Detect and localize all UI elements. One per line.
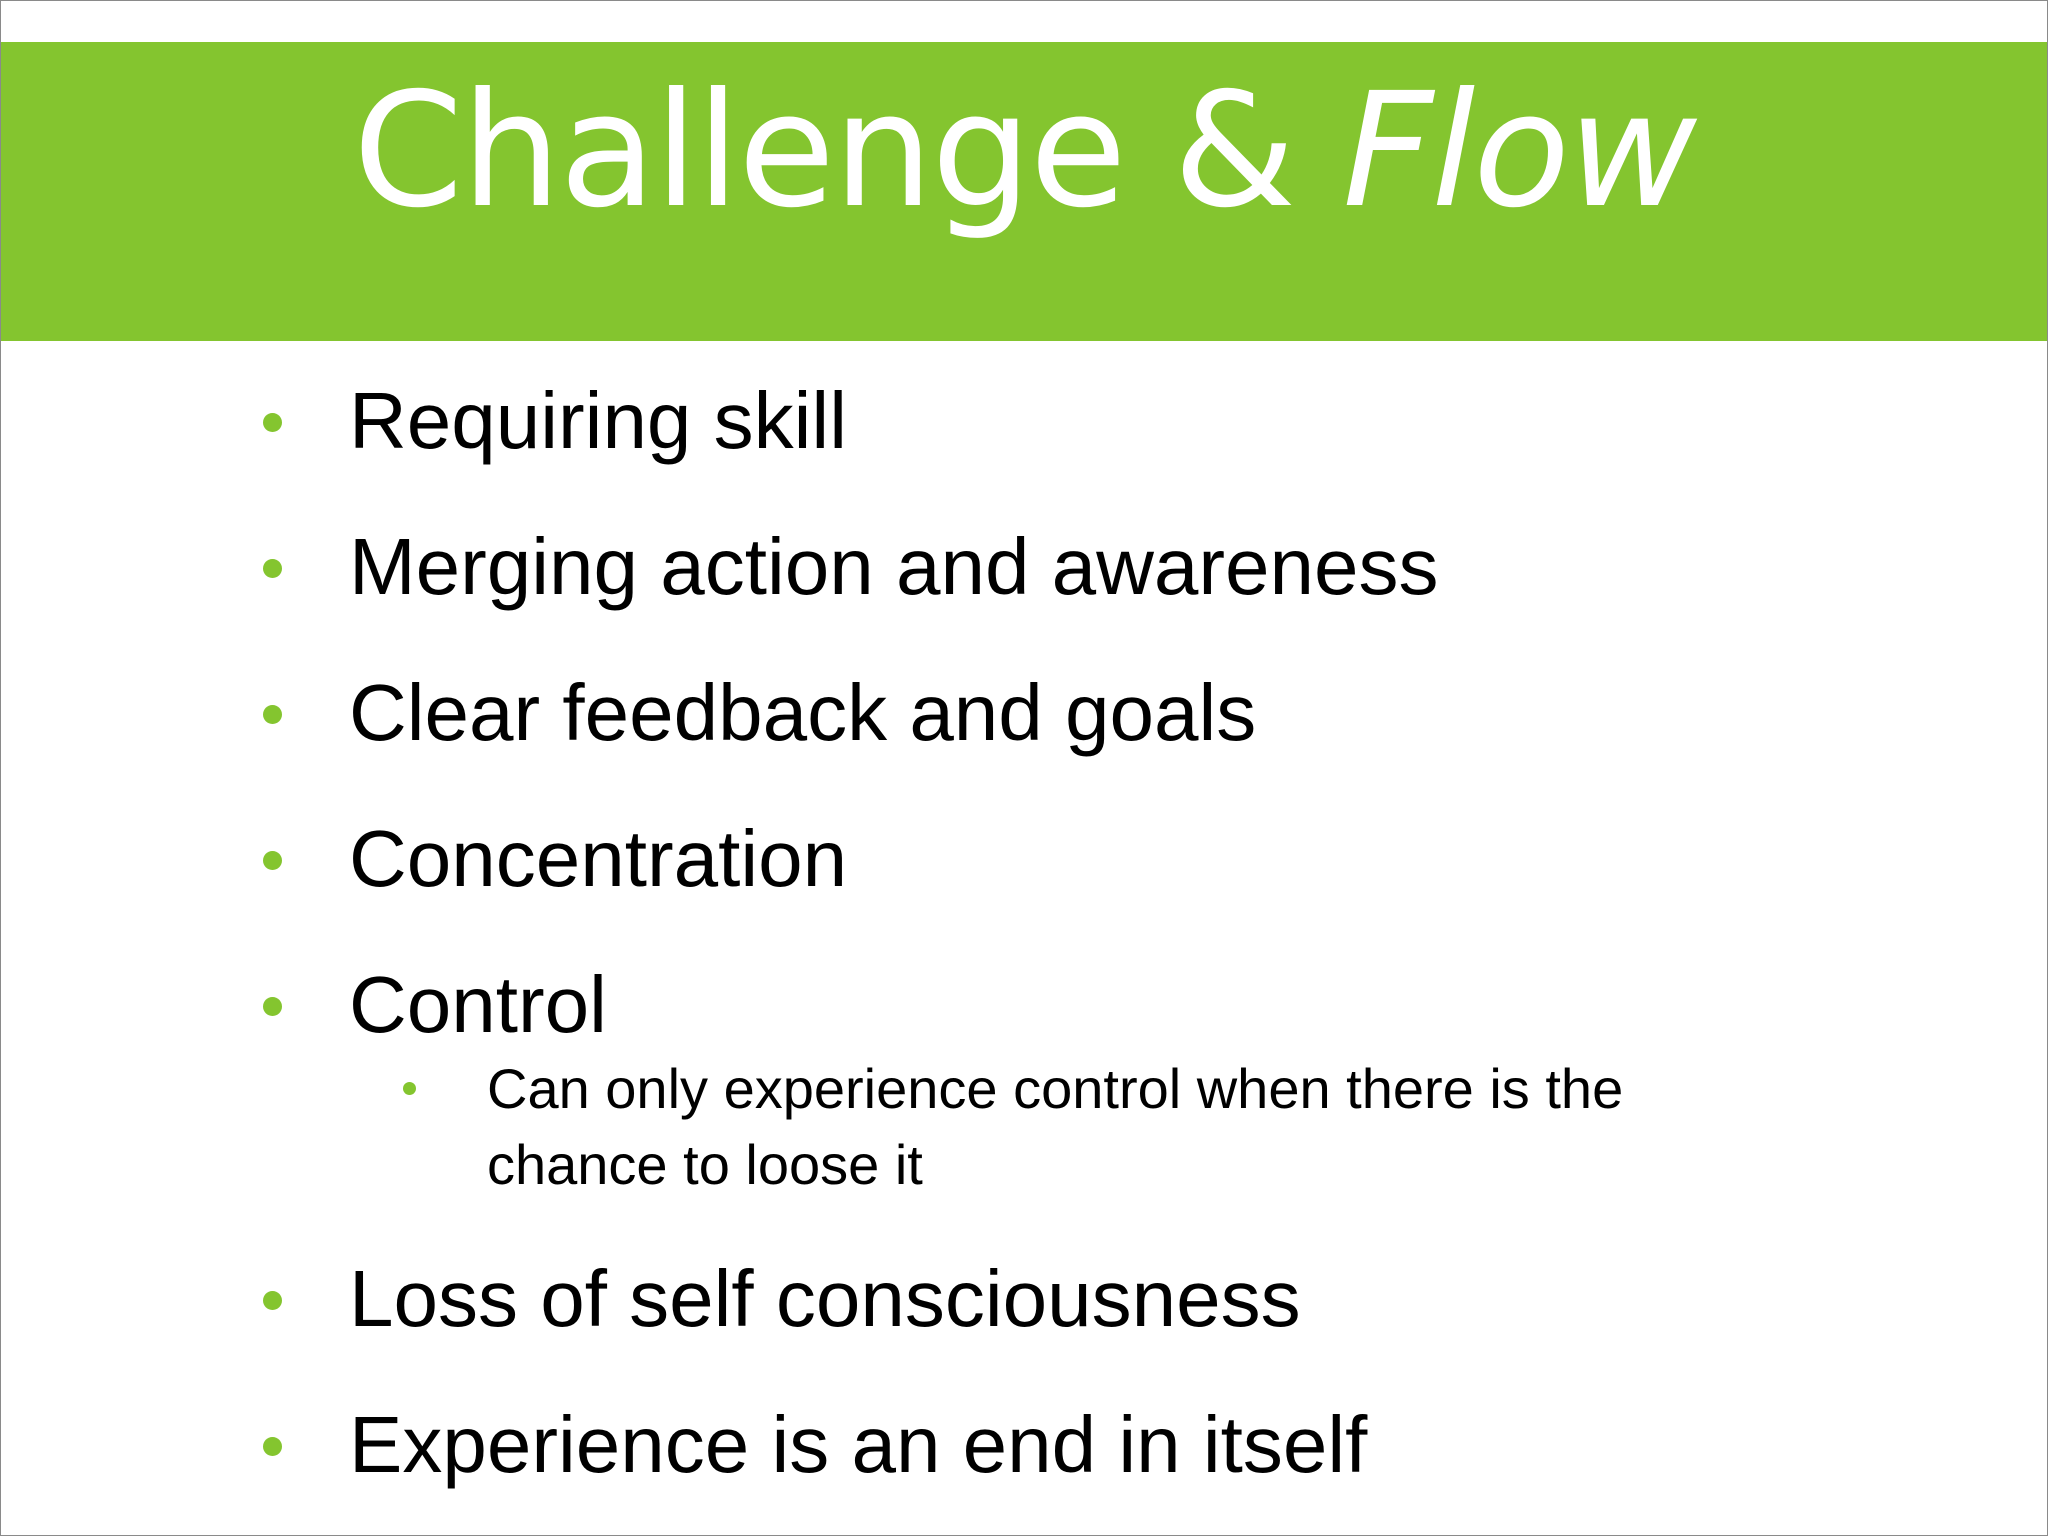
sub-bullet-item: Can only experience control when there i… [487, 1057, 1624, 1196]
bullet-dot-icon [263, 1291, 282, 1310]
bullet-item: Concentration [349, 814, 848, 903]
bullet-item: Requiring skill [349, 376, 847, 465]
bullet-item: Experience is an end in itself [349, 1400, 1368, 1489]
slide-title-main: Challenge & [352, 59, 1343, 243]
bullet-dot-icon [263, 705, 282, 724]
bullet-item: Control [349, 960, 607, 1049]
slide-title: Challenge & Flow [1, 51, 2047, 251]
bullet-item: Loss of self consciousness [349, 1254, 1301, 1343]
title-band [1, 42, 2047, 341]
bullet-dot-icon [263, 413, 282, 432]
bullet-item: Merging action and awareness [349, 522, 1439, 611]
bullet-dot-icon [263, 559, 282, 578]
slide-title-emphasis: Flow [1342, 59, 1697, 243]
bullet-dot-icon [263, 851, 282, 870]
sub-bullet-dot-icon [403, 1082, 416, 1095]
bullet-dot-icon [263, 997, 282, 1016]
bullet-dot-icon [263, 1437, 282, 1456]
bullet-item: Clear feedback and goals [349, 668, 1257, 757]
